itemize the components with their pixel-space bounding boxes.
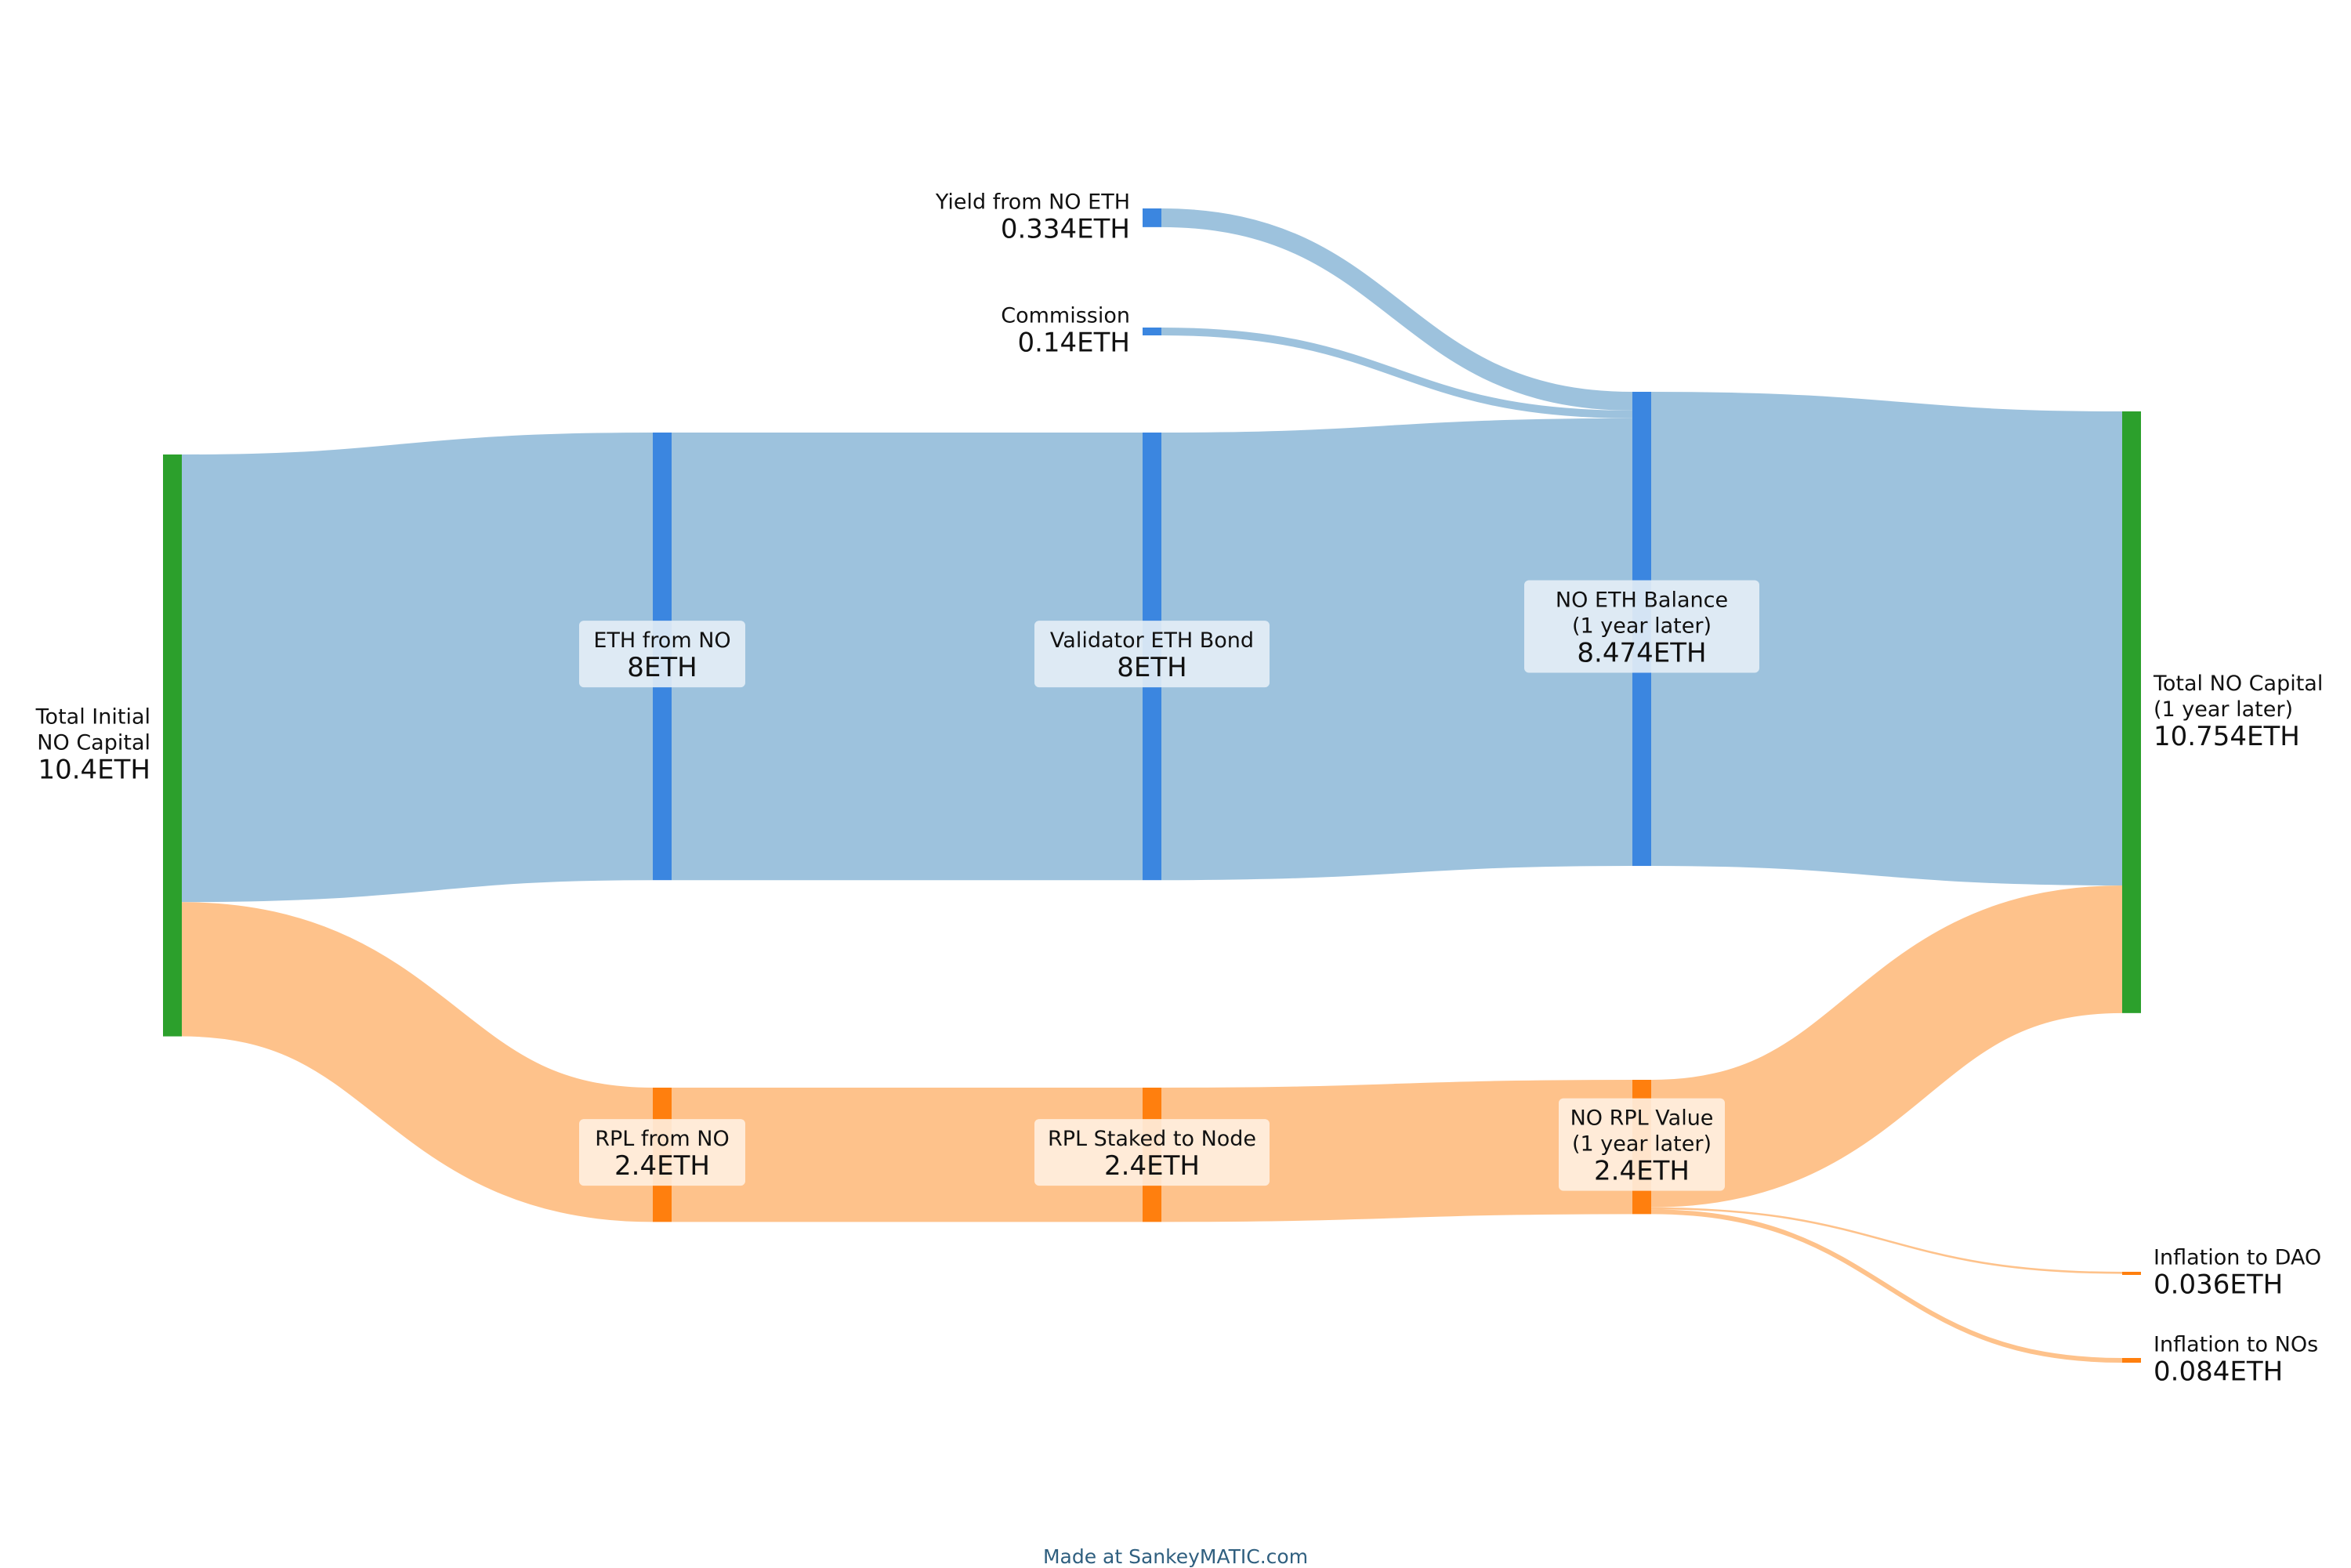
node-name-inflation_dao-line-1: Inflation to DAO bbox=[2154, 1246, 2321, 1270]
node-name-total_initial-line-2: NO Capital bbox=[37, 730, 150, 755]
node-value-no_rpl_value: 2.4ETH bbox=[1594, 1156, 1690, 1187]
label-background bbox=[1524, 580, 1759, 673]
label-background bbox=[1034, 1119, 1270, 1186]
node-inflation_dao[interactable] bbox=[2122, 1272, 2141, 1275]
node-value-commission: 0.14ETH bbox=[1017, 327, 1130, 358]
node-name-no_eth_balance-line-1: NO ETH Balance bbox=[1556, 588, 1728, 613]
node-name-no_rpl_value-line-2: (1 year later) bbox=[1572, 1132, 1712, 1157]
node-value-no_eth_balance: 8.474ETH bbox=[1577, 638, 1706, 669]
node-inflation_nos[interactable] bbox=[2122, 1358, 2141, 1363]
node-name-total_later-line-1: Total NO Capital bbox=[2153, 672, 2323, 696]
node-name-eth_from_no-line-1: ETH from NO bbox=[593, 628, 730, 653]
flow-no_rpl_value-to-inflation_dao[interactable] bbox=[1650, 1207, 2123, 1274]
node-name-rpl_from_no-line-1: RPL from NO bbox=[595, 1127, 730, 1151]
label-background bbox=[1559, 1098, 1725, 1191]
node-value-validator_bond: 8ETH bbox=[1117, 652, 1186, 683]
node-name-no_rpl_value-line-1: NO RPL Value bbox=[1570, 1106, 1714, 1131]
flow-no_rpl_value-to-inflation_nos[interactable] bbox=[1650, 1209, 2123, 1363]
node-yield_no_eth[interactable] bbox=[1143, 208, 1161, 227]
flow-no_rpl_value-to-total_later[interactable] bbox=[1650, 885, 2124, 1208]
flow-yield_no_eth-to-no_eth_balance[interactable] bbox=[1161, 208, 1633, 411]
node-value-eth_from_no: 8ETH bbox=[627, 652, 697, 683]
node-name-validator_bond-line-1: Validator ETH Bond bbox=[1050, 628, 1254, 653]
node-name-no_eth_balance-line-2: (1 year later) bbox=[1572, 614, 1712, 639]
credit-link[interactable]: Made at SankeyMATIC.com bbox=[1042, 1545, 1309, 1568]
node-value-yield_no_eth: 0.334ETH bbox=[1001, 213, 1130, 244]
label-no_rpl_value: NO RPL Value(1 year later)2.4ETH bbox=[1559, 1098, 1725, 1191]
node-name-yield_no_eth-line-1: Yield from NO ETH bbox=[935, 190, 1130, 214]
node-value-inflation_nos: 0.084ETH bbox=[2154, 1356, 2283, 1387]
node-total_later[interactable] bbox=[2122, 411, 2141, 1013]
label-total_later: Total NO Capital(1 year later)10.754ETH bbox=[2153, 672, 2323, 752]
label-background bbox=[579, 621, 745, 688]
label-background bbox=[1034, 621, 1270, 688]
node-name-inflation_nos-line-1: Inflation to NOs bbox=[2154, 1332, 2318, 1356]
node-value-inflation_dao: 0.036ETH bbox=[2154, 1269, 2283, 1301]
node-commission[interactable] bbox=[1143, 328, 1161, 335]
node-total_initial[interactable] bbox=[163, 454, 182, 1037]
node-value-rpl_staked: 2.4ETH bbox=[1104, 1150, 1200, 1182]
node-name-rpl_staked-line-1: RPL Staked to Node bbox=[1048, 1127, 1256, 1151]
node-name-total_initial-line-1: Total Initial bbox=[35, 704, 150, 729]
flow-commission-to-no_eth_balance[interactable] bbox=[1161, 328, 1633, 418]
node-name-total_later-line-2: (1 year later) bbox=[2154, 697, 2293, 722]
label-rpl_from_no: RPL from NO2.4ETH bbox=[579, 1119, 745, 1186]
node-value-total_initial: 10.4ETH bbox=[38, 754, 150, 785]
flow-total_initial-to-rpl_from_no[interactable] bbox=[180, 902, 654, 1222]
node-name-commission-line-1: Commission bbox=[1001, 303, 1130, 328]
label-no_eth_balance: NO ETH Balance(1 year later)8.474ETH bbox=[1524, 580, 1759, 673]
flow-total_initial-to-eth_from_no[interactable] bbox=[181, 433, 654, 903]
label-background bbox=[579, 1119, 745, 1186]
node-value-rpl_from_no: 2.4ETH bbox=[614, 1150, 710, 1182]
node-value-total_later: 10.754ETH bbox=[2154, 721, 2300, 752]
